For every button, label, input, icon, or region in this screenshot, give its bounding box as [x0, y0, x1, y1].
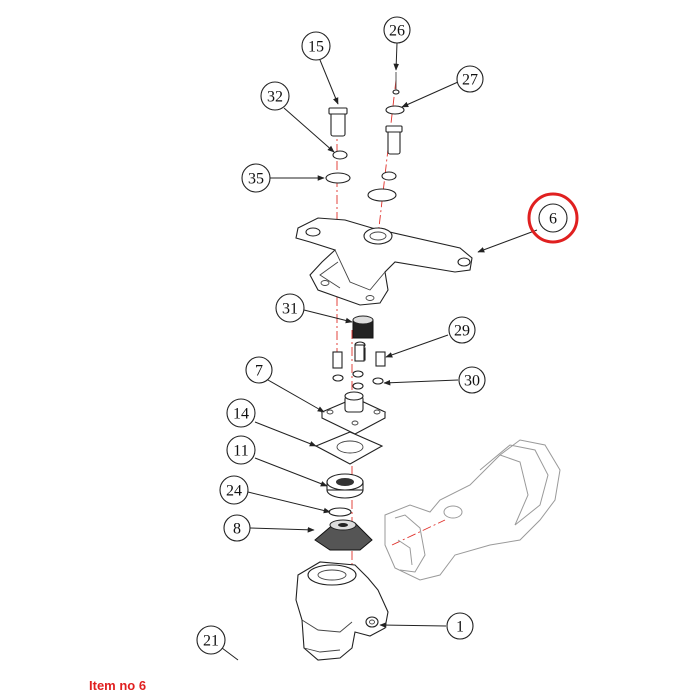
- washer-large: [367, 188, 397, 202]
- part-8-bevel-gear: [314, 519, 373, 551]
- svg-text:31: 31: [282, 301, 298, 318]
- part-15-bolt: [328, 107, 348, 137]
- svg-text:27: 27: [462, 72, 478, 89]
- callout-6-highlighted: 6: [527, 192, 579, 244]
- part-14-gasket: [314, 431, 384, 465]
- part-11-bearing: [326, 473, 364, 499]
- svg-text:35: 35: [248, 171, 264, 188]
- callout-14: 14: [226, 398, 256, 428]
- part-1-lower-housing: [295, 561, 389, 661]
- callout-8: 8: [223, 514, 251, 542]
- part-30-washer: [372, 377, 384, 385]
- svg-text:1: 1: [456, 619, 464, 636]
- part-6-steering-arm: [295, 217, 473, 306]
- callout-29: 29: [448, 316, 476, 344]
- callout-24: 24: [219, 475, 249, 505]
- leader-lines: [221, 42, 538, 661]
- callout-26: 26: [383, 16, 411, 44]
- svg-text:24: 24: [226, 483, 242, 500]
- svg-text:7: 7: [255, 363, 263, 380]
- callout-32: 32: [260, 81, 290, 111]
- washer-small: [381, 171, 397, 181]
- callout-1: 1: [446, 612, 474, 640]
- callout-21: 21: [196, 625, 226, 655]
- callout-27: 27: [456, 65, 484, 93]
- part-35-washer: [325, 172, 351, 184]
- svg-text:32: 32: [267, 89, 283, 106]
- callout-31: 31: [275, 293, 305, 323]
- part-26-screw: [392, 72, 400, 95]
- svg-text:14: 14: [233, 406, 249, 423]
- item-caption: Item no 6: [89, 678, 147, 693]
- svg-text:8: 8: [233, 521, 241, 538]
- svg-text:26: 26: [389, 23, 405, 40]
- callout-11: 11: [226, 435, 256, 465]
- callout-30: 30: [458, 366, 486, 394]
- svg-text:15: 15: [308, 39, 324, 56]
- svg-text:29: 29: [454, 323, 470, 340]
- part-29-bolts: [332, 344, 386, 390]
- svg-text:11: 11: [233, 443, 248, 460]
- svg-text:30: 30: [464, 373, 480, 390]
- part-7-flange-cap: [320, 391, 387, 435]
- part-24-ring: [328, 507, 352, 517]
- part-27-washer: [385, 105, 405, 115]
- callout-7: 7: [245, 356, 273, 384]
- svg-text:6: 6: [549, 211, 557, 228]
- gear-housing-ghost: [384, 439, 561, 581]
- callout-35: 35: [241, 163, 271, 193]
- part-27-bolt: [385, 125, 403, 155]
- part-32-washer: [332, 150, 348, 160]
- svg-text:21: 21: [203, 633, 219, 650]
- callout-15: 15: [301, 31, 331, 61]
